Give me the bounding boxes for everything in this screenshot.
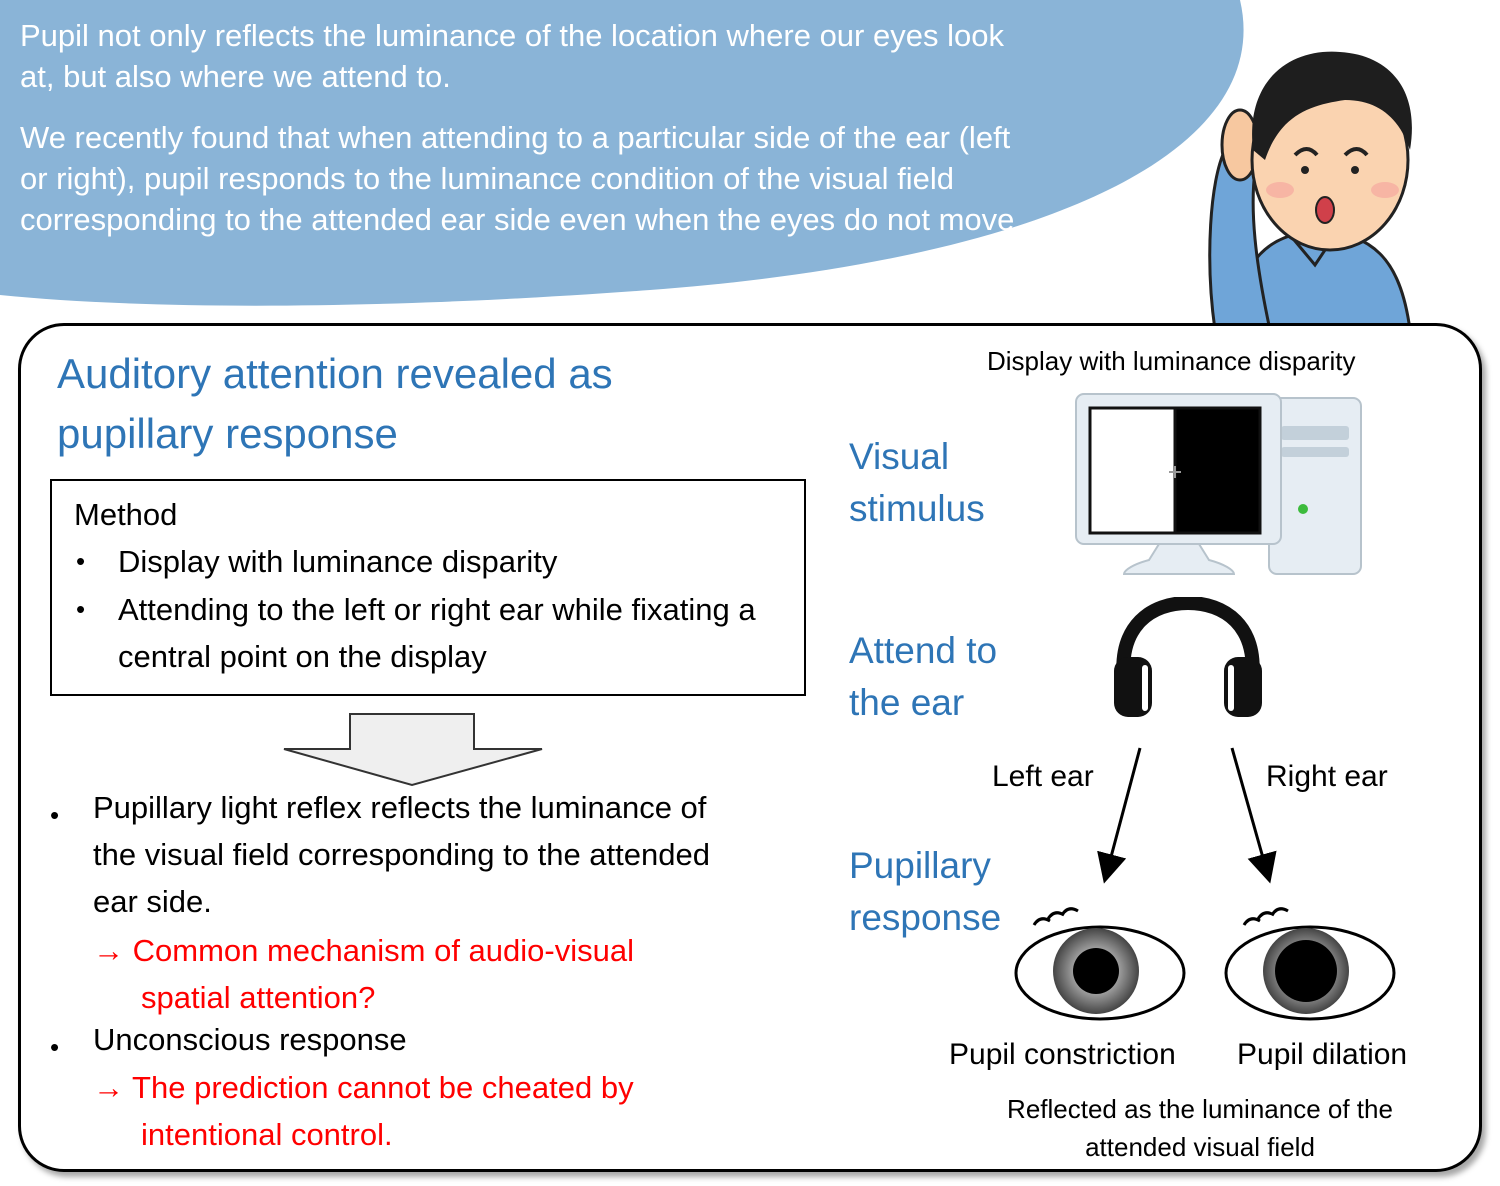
intro-paragraph-2: We recently found that when attending to… bbox=[20, 120, 1024, 237]
pupil-dilated bbox=[1275, 940, 1337, 1002]
result-1-conclusion-line-2: spatial attention? bbox=[141, 980, 376, 1015]
down-arrow-icon bbox=[283, 713, 543, 787]
pupil-constricted bbox=[1073, 948, 1119, 994]
bullet: • bbox=[50, 1032, 60, 1062]
left-ear-arrow bbox=[1097, 747, 1142, 884]
header-background bbox=[0, 0, 1244, 306]
result-1-conclusion: → Common mechanism of audio-visual spati… bbox=[93, 927, 753, 1021]
attend-label: Attend to the ear bbox=[849, 630, 998, 723]
bullet: • bbox=[50, 800, 60, 830]
method-box bbox=[50, 479, 806, 696]
pupil-dilation-label: Pupil dilation bbox=[1237, 1038, 1408, 1071]
visual-stimulus-label: Visual stimulus bbox=[849, 436, 985, 529]
method-item-2: Attending to the left or right ear while… bbox=[118, 592, 756, 674]
panel-title-line-2: pupillary response bbox=[57, 410, 398, 457]
method-item-1: Display with luminance disparity bbox=[118, 544, 558, 579]
person-listening-icon bbox=[1208, 51, 1412, 330]
method-label: Method bbox=[74, 497, 178, 532]
left-ear-label: Left ear bbox=[992, 760, 1094, 793]
result-1-text: Pupillary light reflex reflects the lumi… bbox=[93, 790, 710, 919]
reflected-caption: Reflected as the luminance of the attend… bbox=[1007, 1094, 1393, 1162]
pupillary-response-label: Pupillary response bbox=[849, 845, 1002, 938]
computer-monitor-icon bbox=[1075, 393, 1362, 575]
bullet: • bbox=[76, 546, 86, 576]
right-ear-label: Right ear bbox=[1266, 760, 1388, 793]
result-2-conclusion: → The prediction cannot be cheated by in… bbox=[93, 1064, 753, 1158]
eye-icon bbox=[1224, 907, 1396, 1021]
display-caption: Display with luminance disparity bbox=[987, 346, 1356, 376]
result-2-conclusion-line-1: → The prediction cannot be cheated by bbox=[93, 1070, 634, 1105]
eye-icon bbox=[1014, 907, 1186, 1021]
result-1-conclusion-line-1: → Common mechanism of audio-visual bbox=[93, 933, 634, 968]
right-ear-arrow bbox=[1230, 747, 1277, 884]
headphones-icon bbox=[1114, 597, 1262, 717]
ear-arrows bbox=[1097, 747, 1277, 884]
panel-title-line-1: Auditory attention revealed as bbox=[57, 350, 613, 397]
pupil-constriction-label: Pupil constriction bbox=[949, 1038, 1176, 1071]
result-2-text: Unconscious response bbox=[93, 1022, 407, 1057]
intro-paragraph-1: Pupil not only reflects the luminance of… bbox=[20, 18, 1004, 94]
result-2-conclusion-line-2: intentional control. bbox=[141, 1117, 393, 1152]
bullet: • bbox=[76, 594, 86, 624]
